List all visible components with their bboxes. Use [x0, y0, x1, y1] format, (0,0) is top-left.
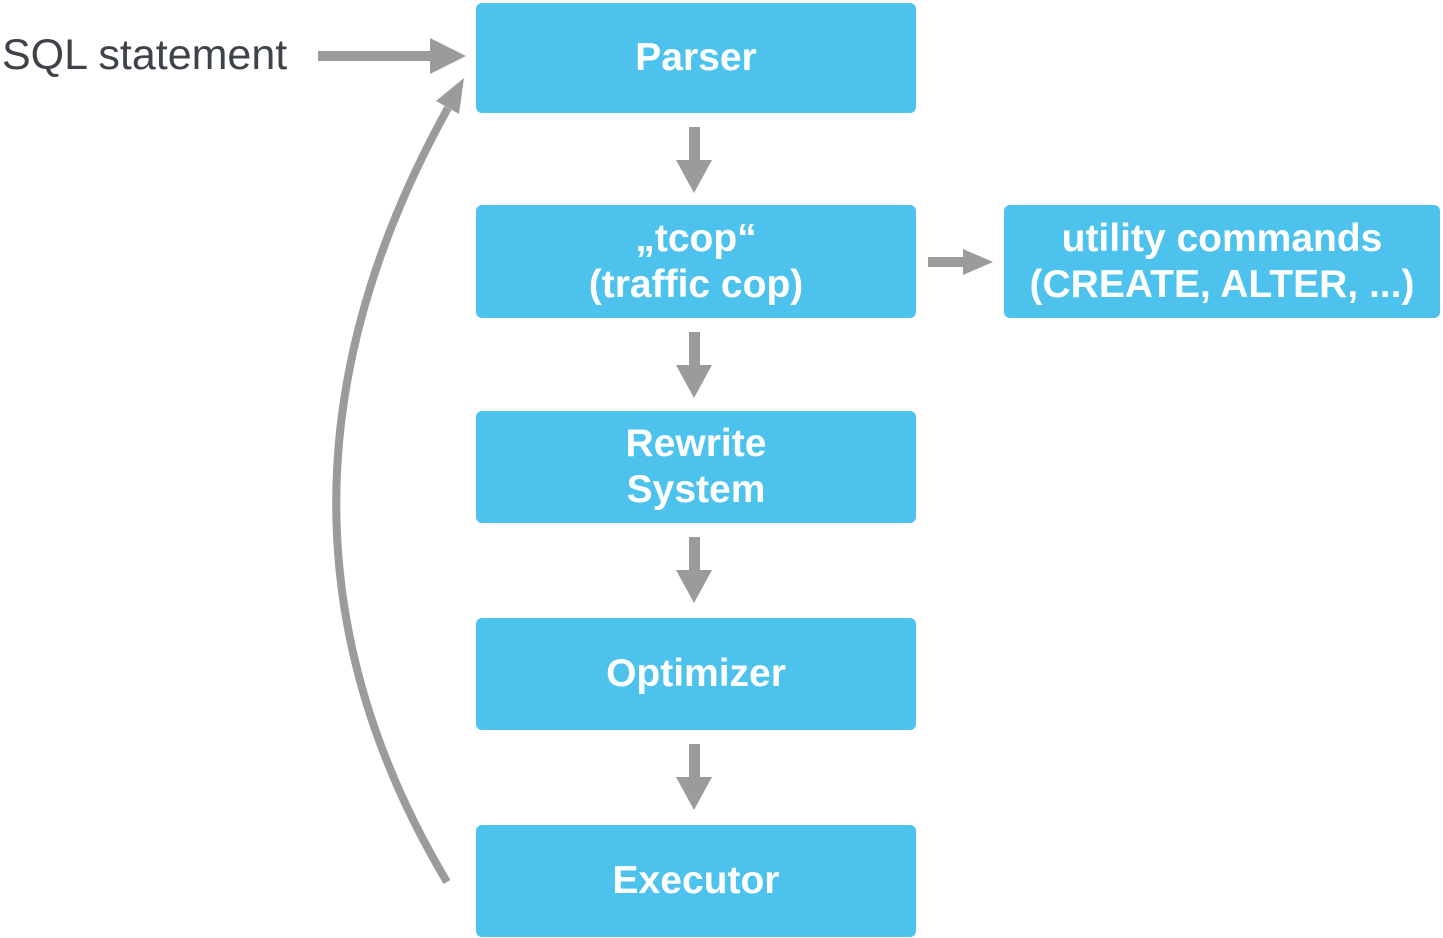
node-label-line: (traffic cop) — [588, 262, 804, 306]
node-tcop: „tcop“ (traffic cop) — [476, 205, 916, 318]
node-label-line: „tcop“ — [635, 216, 757, 260]
sql-statement-label: SQL statement — [2, 31, 288, 79]
arrow-executor-to-parser — [332, 78, 464, 885]
arrow-optimizer-to-executor — [676, 744, 712, 810]
node-rewrite-system: Rewrite System — [476, 411, 916, 523]
node-utility-commands: utility commands (CREATE, ALTER, ...) — [1004, 205, 1440, 318]
node-label-line: Rewrite — [625, 422, 767, 465]
node-executor: Executor — [476, 825, 916, 937]
arrow-tcop-to-utility — [928, 249, 993, 275]
node-label-line: Parser — [635, 36, 757, 79]
arrow-rewrite-to-optimizer — [676, 537, 712, 603]
arrow-sql-to-parser — [318, 38, 466, 74]
node-parser: Parser — [476, 3, 916, 113]
node-optimizer: Optimizer — [476, 618, 916, 730]
node-label-line: System — [626, 468, 766, 511]
node-label-line: Optimizer — [606, 652, 786, 695]
node-label-line: utility commands — [1061, 216, 1383, 260]
node-label-line: (CREATE, ALTER, ...) — [1029, 262, 1415, 306]
node-label-line: Executor — [612, 859, 780, 902]
arrow-tcop-to-rewrite — [676, 332, 712, 398]
arrow-parser-to-tcop — [676, 127, 712, 193]
